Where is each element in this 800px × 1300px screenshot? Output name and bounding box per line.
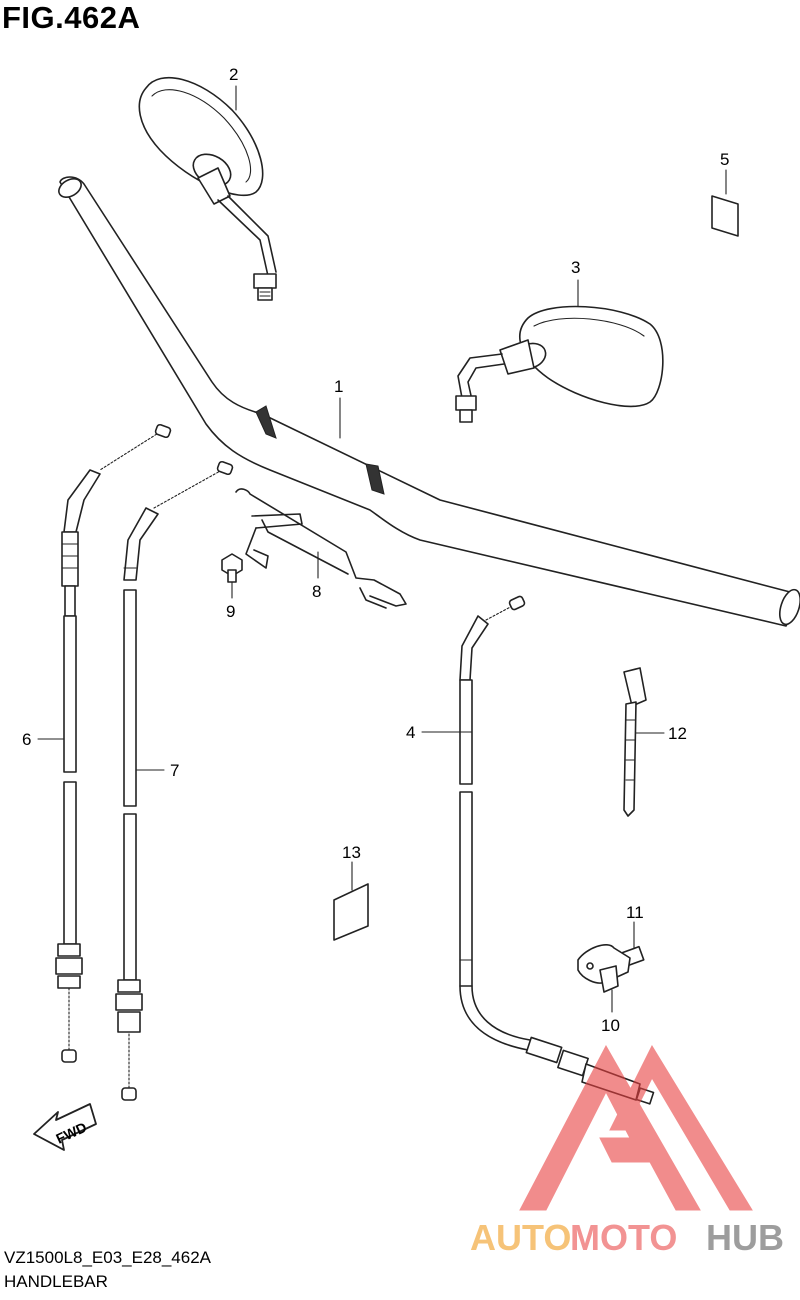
throttle-cable-7-part[interactable] <box>115 460 234 1101</box>
callout-6: 6 <box>22 730 31 749</box>
handlebar-part[interactable] <box>56 175 800 627</box>
model-code: VZ1500L8_E03_E28_462A <box>4 1248 212 1267</box>
watermark-moto: MOTO <box>570 1217 677 1258</box>
figure-title: FIG.462A <box>2 0 141 35</box>
callout-5: 5 <box>720 150 729 169</box>
bracket-part-8[interactable] <box>235 488 407 609</box>
callout-9: 9 <box>226 602 235 621</box>
section-name: HANDLEBAR <box>4 1272 108 1291</box>
callout-10: 10 <box>601 1016 620 1035</box>
watermark-hub: HUB <box>706 1217 784 1258</box>
throttle-cable-6-part[interactable] <box>55 423 172 1063</box>
bolt-part-9[interactable] <box>221 553 243 583</box>
forward-direction-arrow: FWD <box>33 1103 97 1151</box>
callout-13: 13 <box>342 843 361 862</box>
callout-2: 2 <box>229 65 238 84</box>
callout-1: 1 <box>334 377 343 396</box>
automotohub-watermark <box>519 1044 753 1211</box>
mirror-left-part[interactable] <box>138 76 277 301</box>
callout-3: 3 <box>571 258 580 277</box>
callout-7: 7 <box>170 761 179 780</box>
clamp-part-10[interactable] <box>577 944 631 993</box>
label-part-5[interactable] <box>711 195 739 237</box>
watermark-auto: AUTO <box>470 1217 571 1258</box>
callout-11: 11 <box>626 903 644 922</box>
label-part-13[interactable] <box>333 883 369 941</box>
callout-12: 12 <box>668 724 687 743</box>
cable-tie-part-12[interactable] <box>623 667 647 817</box>
callout-4: 4 <box>406 723 415 742</box>
mirror-right-part[interactable] <box>455 305 664 423</box>
callout-8: 8 <box>312 582 321 601</box>
watermark-wordmark: AUTO MOTO HUB <box>470 1217 784 1258</box>
